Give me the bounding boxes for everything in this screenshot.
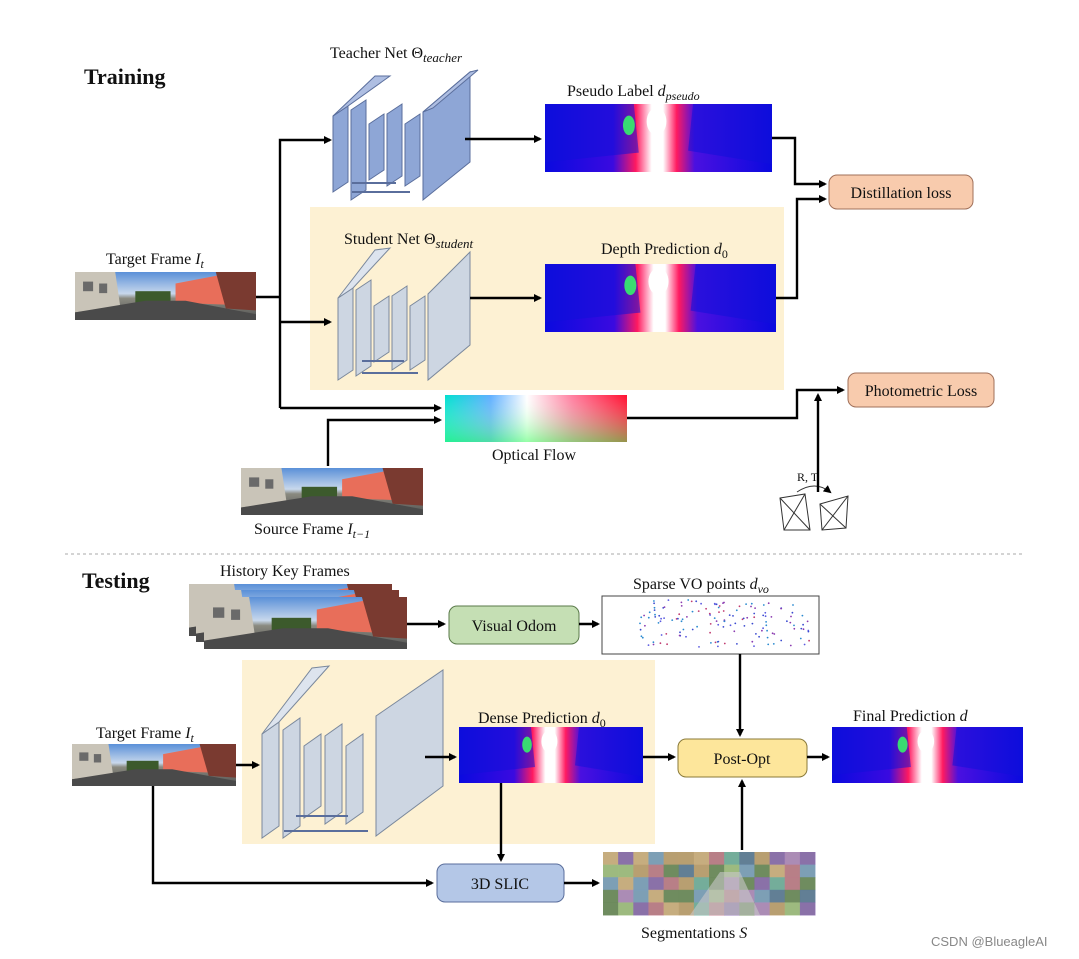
testing-target-frame-label: Target Frame It bbox=[96, 725, 195, 745]
photometric-loss-box bbox=[847, 372, 995, 408]
distillation-loss-label: Distillation loss bbox=[851, 185, 952, 202]
final-prediction-map bbox=[832, 727, 1023, 783]
teacher-net-icon bbox=[332, 69, 479, 202]
history-key-frames-label: History Key Frames bbox=[220, 563, 350, 580]
dense-prediction-label: Dense Prediction d0 bbox=[478, 710, 606, 730]
source-frame-label: Source Frame It−1 bbox=[254, 521, 370, 541]
slic-label: 3D SLIC bbox=[471, 876, 529, 893]
source-frame-image bbox=[241, 468, 423, 515]
training-arrows bbox=[256, 135, 845, 492]
target-frame-image bbox=[75, 272, 256, 320]
segmentations-label: Segmentations S bbox=[641, 925, 747, 942]
depth-prediction-label: Depth Prediction d0 bbox=[601, 241, 728, 261]
final-prediction-label: Final Prediction d bbox=[853, 708, 969, 725]
watermark: CSDN @BlueagleAI bbox=[931, 934, 1048, 949]
depth-prediction-map bbox=[545, 264, 776, 332]
sparse-vo-dots bbox=[639, 599, 810, 648]
photometric-loss-label: Photometric Loss bbox=[865, 383, 977, 400]
student-net-label: Student Net Θstudent bbox=[344, 231, 473, 251]
history-key-frames-stack bbox=[189, 584, 407, 649]
dense-prediction-map bbox=[459, 727, 643, 783]
teacher-net-label: Teacher Net Θteacher bbox=[330, 45, 463, 65]
testing-title: Testing bbox=[82, 568, 150, 593]
post-opt-label: Post-Opt bbox=[714, 751, 771, 768]
pseudo-label-depth-map bbox=[545, 104, 772, 172]
visual-odom-label: Visual Odom bbox=[472, 618, 557, 635]
sparse-vo-label: Sparse VO points dvo bbox=[633, 576, 769, 596]
pseudo-label-label: Pseudo Label dpseudo bbox=[567, 83, 700, 103]
sparse-vo-points-map bbox=[601, 595, 820, 655]
optical-flow-label: Optical Flow bbox=[492, 447, 576, 464]
distillation-loss-box bbox=[828, 174, 974, 210]
training-title: Training bbox=[84, 64, 166, 89]
target-frame-label: Target Frame It bbox=[106, 251, 205, 271]
camera-pose-icon bbox=[779, 485, 849, 531]
testing-target-frame-image bbox=[72, 744, 236, 786]
pose-label: R, T bbox=[797, 470, 819, 484]
student-net-icon bbox=[337, 247, 471, 382]
testing-arrows bbox=[151, 620, 830, 887]
segmentations-map bbox=[603, 852, 816, 916]
testing-net-icon bbox=[261, 665, 444, 839]
